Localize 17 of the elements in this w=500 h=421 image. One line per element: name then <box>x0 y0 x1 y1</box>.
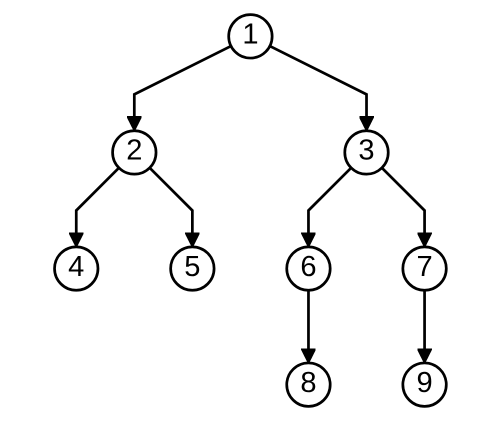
node-circle: 5 <box>168 245 216 292</box>
node-circle: 4 <box>52 245 99 292</box>
node-circle: 6 <box>284 245 332 292</box>
arrow <box>148 166 200 248</box>
node-circle: 1 <box>226 13 274 60</box>
node-circle: 9 <box>401 362 448 408</box>
arrow <box>68 166 120 248</box>
node-circle: 3 <box>343 129 390 176</box>
arrow <box>300 166 352 248</box>
arrow <box>126 44 232 132</box>
arrow <box>380 166 432 248</box>
node-circle: 8 <box>284 362 332 408</box>
arrow <box>416 290 432 364</box>
arrow <box>300 290 316 364</box>
node-circle: 7 <box>401 245 448 292</box>
arrow <box>268 44 374 132</box>
node-circle: 2 <box>110 129 157 176</box>
